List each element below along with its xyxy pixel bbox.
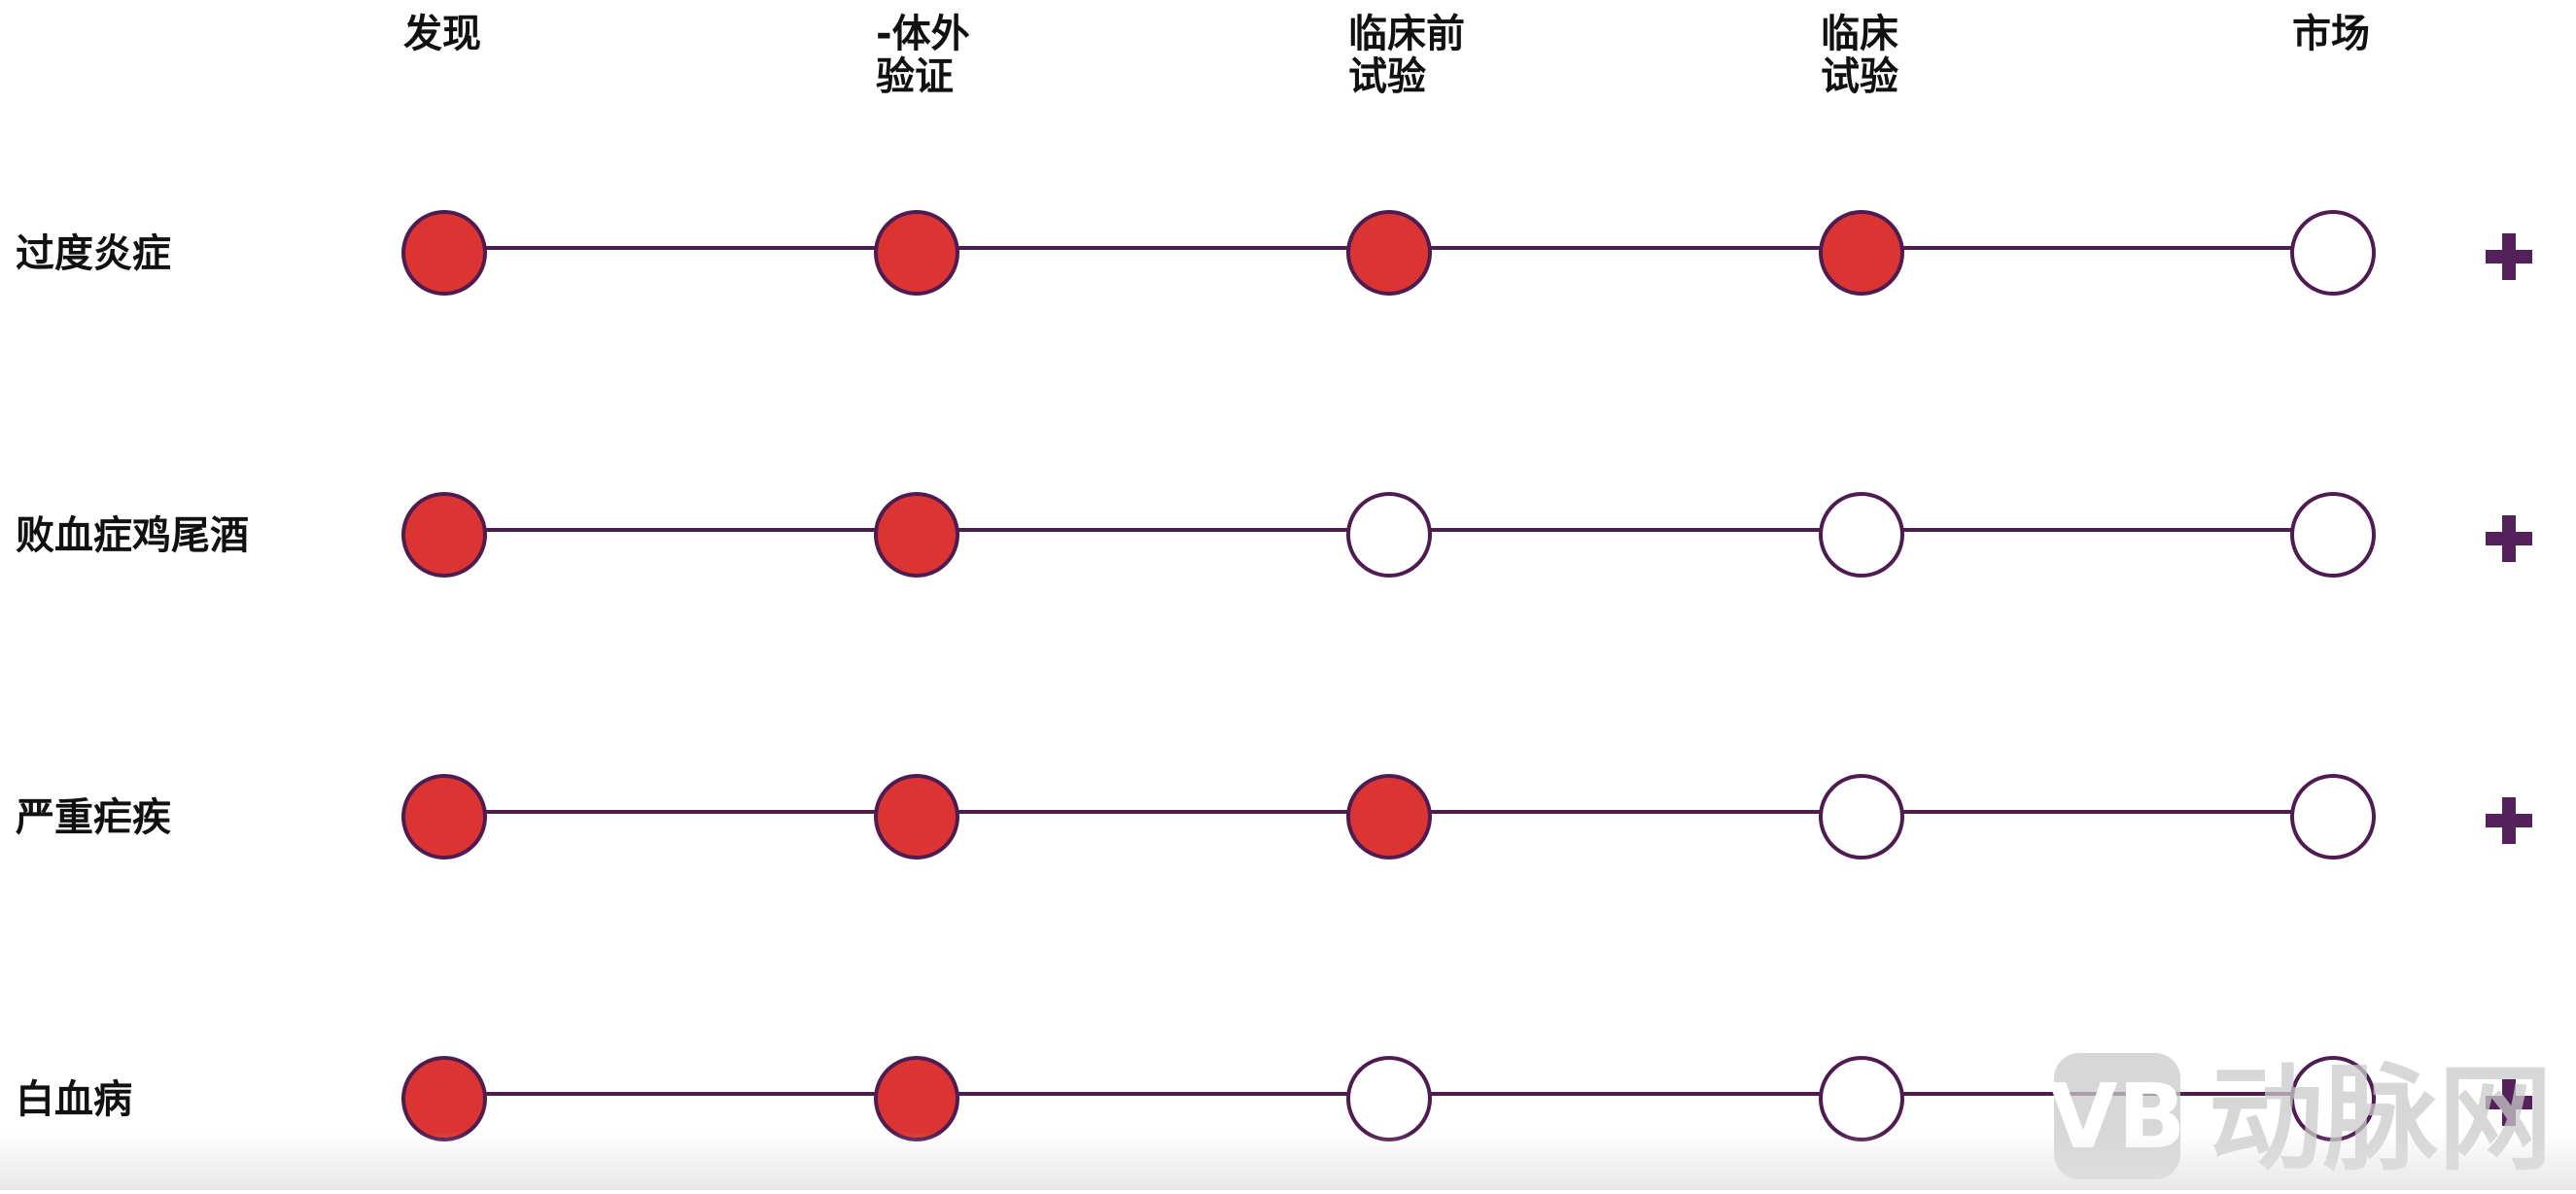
stage-label: 试验 [1821, 54, 1898, 99]
stage-node-pending [2290, 210, 2376, 296]
stage-node-completed [874, 210, 959, 296]
stage-node-completed [874, 774, 959, 860]
plus-icon[interactable] [2486, 797, 2532, 844]
plus-icon-horizontal [2486, 814, 2532, 827]
stage-node-pending [2290, 774, 2376, 860]
stage-node-completed [401, 210, 487, 296]
row-label: 严重疟疾 [16, 795, 171, 840]
watermark: VB 动脉网 [2048, 1052, 2553, 1186]
stage-node-completed [401, 1056, 487, 1141]
pipeline-row: 过度炎症 [16, 210, 2532, 296]
stage-node-completed [401, 774, 487, 860]
row-label: 过度炎症 [16, 231, 171, 276]
pipeline-row: 白血病 [16, 1056, 2532, 1141]
stage-node-completed [874, 1056, 959, 1141]
watermark-logo-text: VB [2048, 1065, 2185, 1169]
row-label: 败血症鸡尾酒 [16, 513, 249, 558]
stage-node-completed [401, 492, 487, 578]
stage-node-completed [1819, 210, 1904, 296]
pipeline-row: 败血症鸡尾酒 [16, 492, 2532, 578]
plus-icon[interactable] [2486, 1079, 2532, 1126]
plus-icon-horizontal [2486, 532, 2532, 545]
stage-label: 发现 [403, 12, 481, 56]
stage-label: -体外 [876, 12, 970, 56]
plus-icon[interactable] [2486, 233, 2532, 280]
stage-node-pending [1346, 1056, 1432, 1141]
stage-node-pending [1346, 492, 1432, 578]
watermark-text: 动脉网 [2209, 1052, 2553, 1186]
stage-node-pending [1819, 774, 1904, 860]
row-label: 白血病 [16, 1077, 132, 1122]
plus-icon[interactable] [2486, 515, 2532, 562]
plus-icon-horizontal [2486, 250, 2532, 263]
stage-label: 临床前 [1348, 12, 1465, 56]
plus-icon-horizontal [2486, 1096, 2532, 1109]
stage-label: 试验 [1348, 54, 1426, 99]
stage-label: 市场 [2292, 12, 2370, 56]
stage-node-completed [1346, 210, 1432, 296]
stage-node-completed [874, 492, 959, 578]
stage-label: 验证 [876, 54, 954, 99]
stage-label: 临床 [1821, 12, 1898, 56]
stage-node-pending [1819, 492, 1904, 578]
stage-node-pending [1819, 1056, 1904, 1141]
stage-node-completed [1346, 774, 1432, 860]
pipeline-row: 严重疟疾 [16, 774, 2532, 860]
stage-node-pending [2290, 492, 2376, 578]
